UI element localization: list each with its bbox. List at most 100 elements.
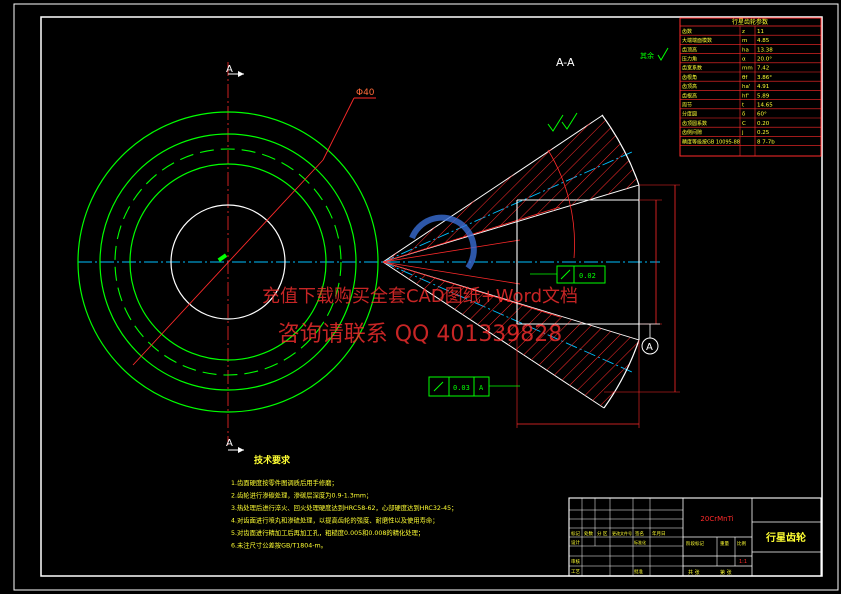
bore-circle: [170, 204, 286, 320]
parameter-cell: ha': [742, 84, 750, 90]
dim-ray-3: [382, 239, 521, 263]
parameter-table-frame: [679, 17, 822, 157]
parameter-cell: z: [742, 29, 745, 35]
part-name: 行星齿轮: [765, 531, 806, 544]
datum-label: A: [646, 342, 653, 353]
material-label: 20CrMnTi: [700, 515, 733, 523]
parameter-cell: 精度等级按GB 10095-88: [682, 138, 740, 145]
diameter-leader-ext: [322, 97, 355, 161]
parameter-cell: C: [742, 121, 746, 127]
tolerance-value-2: 0.03: [453, 384, 470, 392]
section-arrowhead-bottom: [238, 447, 244, 453]
tb-cell-review: 审核: [571, 558, 580, 565]
tech-req-item: 1.齿面硬度按零件图调质后用手修磨；: [231, 478, 338, 487]
parameter-cell: 4.85: [757, 38, 770, 44]
front-view: Φ40 A A: [77, 62, 660, 453]
parameter-cell: mm: [742, 66, 753, 72]
parameter-cell: 4.91: [757, 84, 769, 90]
parameter-cell: 齿根角: [682, 74, 697, 81]
section-mark-bottom: A: [226, 438, 233, 449]
parameter-cell: 20.0°: [757, 57, 772, 63]
back-cone-arc-bottom: [603, 339, 640, 409]
datum-circle: [641, 337, 659, 355]
tech-req-item: 6.未注尺寸公差按GB/T1804-m。: [231, 541, 327, 550]
tb-cell-stage: 阶段标记: [686, 540, 704, 547]
parameter-cell: 齿顶高: [682, 46, 697, 53]
outer-circle: [77, 111, 379, 413]
parameter-cell: hf': [742, 93, 749, 99]
roughness-symbol-1: [547, 114, 564, 132]
tolerance-frame-1: [556, 265, 606, 284]
section-hatch: [383, 115, 639, 408]
runout-symbol-1: [560, 269, 571, 280]
parameter-cell: α: [742, 57, 746, 63]
roughness-note: 其余: [640, 51, 654, 60]
tech-req-item: 4.对齿面进行喷丸和渗硫处理，以提高齿轮的强度、耐磨性以及使用寿命；: [231, 516, 439, 525]
tb-cell-standard: 标准化: [634, 539, 646, 545]
tb-cell-scale-value: 1:1: [739, 559, 747, 565]
parameter-cell: 齿侧间隙: [682, 129, 702, 136]
tech-req-item: 3.热处理后进行淬火、回火处理硬度达到HRC58-62，心部硬度达到HRC32-…: [231, 503, 457, 512]
tb-cell-weight: 重量: [720, 540, 729, 547]
tb-cell-zone: 分 区: [597, 530, 608, 537]
parameter-cell: m: [742, 38, 747, 44]
parameter-cell: 0.25: [757, 130, 770, 136]
section-arrowhead-top: [238, 71, 244, 77]
parameter-cell: 齿顶高: [682, 83, 697, 90]
parameter-cell: 13.38: [757, 47, 773, 53]
parameter-cell: 14.65: [757, 103, 773, 109]
parameter-cell: θf: [742, 75, 748, 81]
tech-req-item: 5.对齿面进行精加工后再加工孔，粗糙度0.005和0.008的精化处理；: [231, 528, 424, 537]
watermark-logo: [409, 214, 477, 270]
diameter-leader: [132, 159, 324, 366]
tb-cell-design: 设计: [571, 539, 580, 546]
roughness-note-symbol: [657, 47, 669, 61]
center-mark: [217, 253, 228, 262]
tb-cell-date: 年月日: [652, 530, 666, 537]
tb-cell-scale: 比例: [737, 540, 746, 547]
parameter-cell: 齿根高: [682, 92, 697, 99]
sheet-outer-border: [13, 3, 839, 591]
back-cone-arc-top: [601, 114, 640, 186]
tb-cell-sign: 签名: [635, 530, 644, 537]
pitch-circle: [114, 148, 342, 376]
parameter-cell: 压力角: [682, 56, 697, 63]
parameter-cell: ha: [742, 47, 749, 53]
runout-symbol-2: [433, 381, 444, 392]
parameter-cell: 3.86°: [757, 75, 772, 81]
technical-requirements: 技术要求 1.齿面硬度按零件图调质后用手修磨； 2.齿轮进行渗碳处理，渗碳层深度为…: [231, 454, 457, 550]
parameter-cell: 60°: [757, 112, 767, 118]
view-label: A-A: [556, 56, 575, 69]
tolerance-value-1: 0.02: [579, 272, 596, 280]
parameter-cell: 周节: [682, 103, 692, 109]
section-view: A-A: [382, 47, 680, 428]
parameter-cell: 11: [757, 29, 764, 35]
angle-arc: [547, 149, 575, 259]
parameter-cell: 7.42: [757, 66, 769, 72]
parameter-cell: j: [741, 130, 744, 136]
roughness-symbol-2: [561, 112, 578, 130]
tolerance-frame-2: [428, 376, 490, 397]
parameter-cell: 大端端面模数: [682, 37, 712, 44]
parameter-cell: 齿顶圆系数: [682, 120, 707, 127]
parameter-cell: δ: [742, 112, 746, 118]
parameter-cell: 齿数: [682, 28, 692, 35]
tb-cell-sheets: 共 张: [688, 569, 700, 576]
parameter-cell: 分度圆: [682, 111, 697, 118]
watermark-line-1: 充值下载购买全套CAD图纸+Word文档: [262, 286, 578, 307]
tolerance-datum-2: A: [479, 384, 484, 392]
parameter-cell: 齿宽系数: [682, 65, 702, 72]
section-mark-top: A: [226, 64, 233, 75]
watermark: 充值下载购买全套CAD图纸+Word文档 咨询请联系 QQ 401339828: [262, 214, 578, 347]
title-block: 20CrMnTi 行星齿轮 标记 处数 分 区 更改文件号 签名 年月日 设计 …: [568, 497, 822, 577]
parameter-cell: t: [742, 103, 745, 109]
tech-req-title: 技术要求: [254, 454, 291, 466]
tb-cell-process: 工艺: [571, 569, 580, 575]
tb-cell-count: 处数: [584, 530, 593, 537]
tech-req-item: 2.齿轮进行渗碳处理，渗碳层深度为0.9-1.3mm；: [231, 491, 372, 500]
tip-circle: [99, 133, 357, 391]
tb-cell-approve: 批准: [634, 568, 643, 575]
diameter-label: Φ40: [356, 88, 375, 98]
